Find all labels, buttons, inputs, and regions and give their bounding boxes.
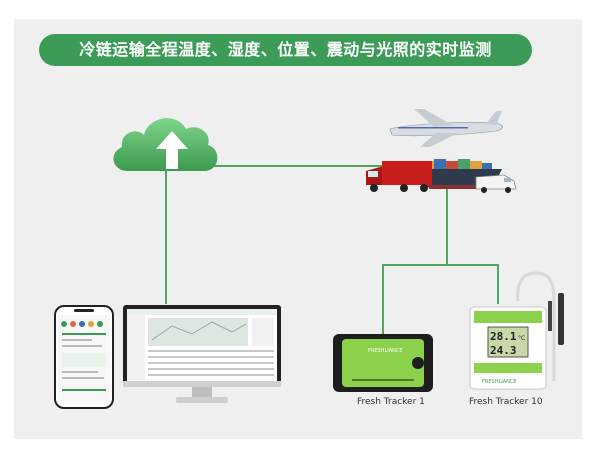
svg-text:24.3: 24.3 (490, 344, 517, 357)
fresh-tracker-1-label: Fresh Tracker 1 (357, 397, 425, 407)
svg-text:FRESHLIANCE: FRESHLIANCE (482, 379, 517, 385)
connector-cloud-transport (209, 165, 417, 167)
svg-text:28.1: 28.1 (490, 330, 517, 343)
van-icon (475, 174, 517, 193)
title-banner: 冷链运输全程温度、湿度、位置、震动与光照的实时监测 (39, 34, 532, 66)
connector-tracker1 (382, 264, 384, 334)
truck-icon (366, 161, 432, 192)
smartphone-icon (54, 305, 114, 409)
fresh-tracker-1-device: FRESHLIANCE (333, 334, 433, 392)
connector-horizontal (382, 264, 499, 266)
svg-text:FRESHLIANCE: FRESHLIANCE (368, 348, 403, 354)
diagram-panel: 冷链运输全程温度、湿度、位置、震动与光照的实时监测 (14, 19, 582, 439)
monitor-icon (123, 305, 281, 403)
connector-tracker10 (497, 264, 499, 304)
svg-text:°C: °C (518, 335, 525, 342)
cloud-upload-icon (113, 118, 218, 171)
fresh-tracker-10-label: Fresh Tracker 10 (469, 397, 543, 407)
connector-cloud-down (165, 169, 167, 304)
fresh-tracker-10-device: 28.1 24.3 °C FRESHLIANCE (469, 271, 564, 390)
connector-transport-down (446, 189, 448, 265)
airplane-icon (389, 109, 503, 147)
